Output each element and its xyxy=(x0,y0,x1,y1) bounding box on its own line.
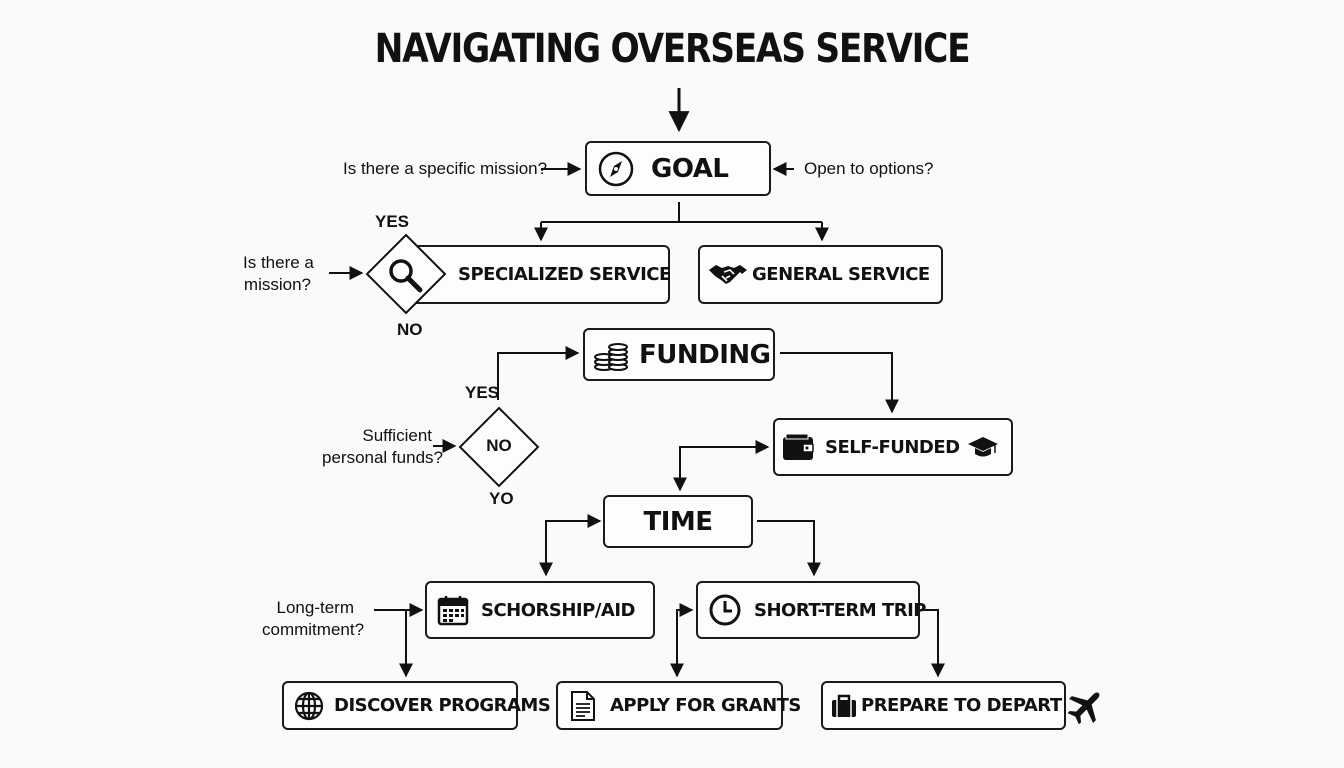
funds-yo-label: YO xyxy=(489,489,514,508)
sufficient-line-2: personal funds? xyxy=(322,448,443,467)
discover-programs-label: DISCOVER PROGRAMS xyxy=(334,695,551,716)
airplane-icon xyxy=(1066,686,1106,726)
discover-programs-node[interactable]: DISCOVER PROGRAMS xyxy=(282,681,551,730)
arrow-yes-to-funding xyxy=(497,346,580,400)
handshake-icon xyxy=(708,262,748,288)
prepare-depart-node[interactable]: PREPARE TO DEPART xyxy=(821,681,1100,730)
arrow-funding-to-self-funded xyxy=(780,352,899,414)
globe-icon xyxy=(294,691,324,721)
arrow-time-to-scholarship xyxy=(539,514,602,577)
arrow-short-term-to-prepare xyxy=(924,609,945,678)
specialized-service-label: SPECIALIZED SERVICE xyxy=(458,264,671,285)
goal-label: GOAL xyxy=(651,153,729,184)
goal-node[interactable]: GOAL xyxy=(585,141,771,196)
long-term-line-1: Long-term xyxy=(276,598,354,617)
mission-decision-diamond xyxy=(365,233,447,315)
short-term-node[interactable]: SHORT-TERM TRIP xyxy=(696,581,926,639)
time-label: TIME xyxy=(643,506,713,537)
calendar-icon xyxy=(437,594,469,626)
long-term-line-2: commitment? xyxy=(262,620,365,639)
clock-icon xyxy=(708,593,742,627)
scholarship-node[interactable]: SCHORSHIP/AID xyxy=(425,581,655,639)
is-mission-question: Is there a mission? xyxy=(243,252,314,296)
arrow-short-term-to-apply xyxy=(670,603,694,678)
general-service-label: GENERAL SERVICE xyxy=(752,264,930,285)
funds-decision-diamond: NO xyxy=(458,406,540,488)
open-options-question: Open to options? xyxy=(804,159,934,178)
funding-label: FUNDING xyxy=(639,339,771,370)
apply-grants-node[interactable]: APPLY FOR GRANTS xyxy=(556,681,801,730)
coins-icon xyxy=(593,338,629,372)
magnifier-icon xyxy=(385,255,425,300)
arrow-self-funded-to-time xyxy=(673,440,770,492)
self-funded-node[interactable]: SELF-FUNDED xyxy=(773,418,1013,476)
wallet-icon xyxy=(781,432,815,462)
graduation-cap-icon xyxy=(967,434,999,460)
specialized-service-node[interactable]: SPECIALIZED SERVICE xyxy=(400,245,671,304)
sufficient-line-1: Sufficient xyxy=(362,426,432,445)
document-icon xyxy=(570,690,596,722)
time-node[interactable]: TIME xyxy=(603,495,753,548)
is-mission-line-2: mission? xyxy=(243,275,311,294)
funds-yes-label: YES xyxy=(465,383,500,402)
self-funded-label: SELF-FUNDED xyxy=(825,436,960,458)
funds-no-label: NO xyxy=(486,436,512,455)
prepare-depart-label: PREPARE TO DEPART xyxy=(861,695,1062,716)
specific-mission-question: Is there a specific mission? xyxy=(343,159,548,178)
arrow-time-to-short-term xyxy=(757,520,821,577)
sufficient-funds-question: Sufficient personal funds? xyxy=(322,425,443,469)
funding-node[interactable]: FUNDING xyxy=(583,328,775,381)
is-mission-line-1: Is there a xyxy=(243,253,314,272)
scholarship-label: SCHORSHIP/AID xyxy=(481,599,635,621)
mission-yes-label: YES xyxy=(375,212,410,231)
long-term-question: Long-term commitment? xyxy=(262,597,364,641)
suitcase-icon xyxy=(831,694,857,718)
compass-icon xyxy=(597,150,635,188)
connector-goal-split xyxy=(541,202,822,223)
short-term-label: SHORT-TERM TRIP xyxy=(754,599,926,621)
diagram-title: NAVIGATING OVERSEAS SERVICE xyxy=(374,26,971,72)
general-service-node[interactable]: GENERAL SERVICE xyxy=(698,245,943,304)
apply-grants-label: APPLY FOR GRANTS xyxy=(610,695,801,716)
mission-no-label: NO xyxy=(397,320,423,339)
